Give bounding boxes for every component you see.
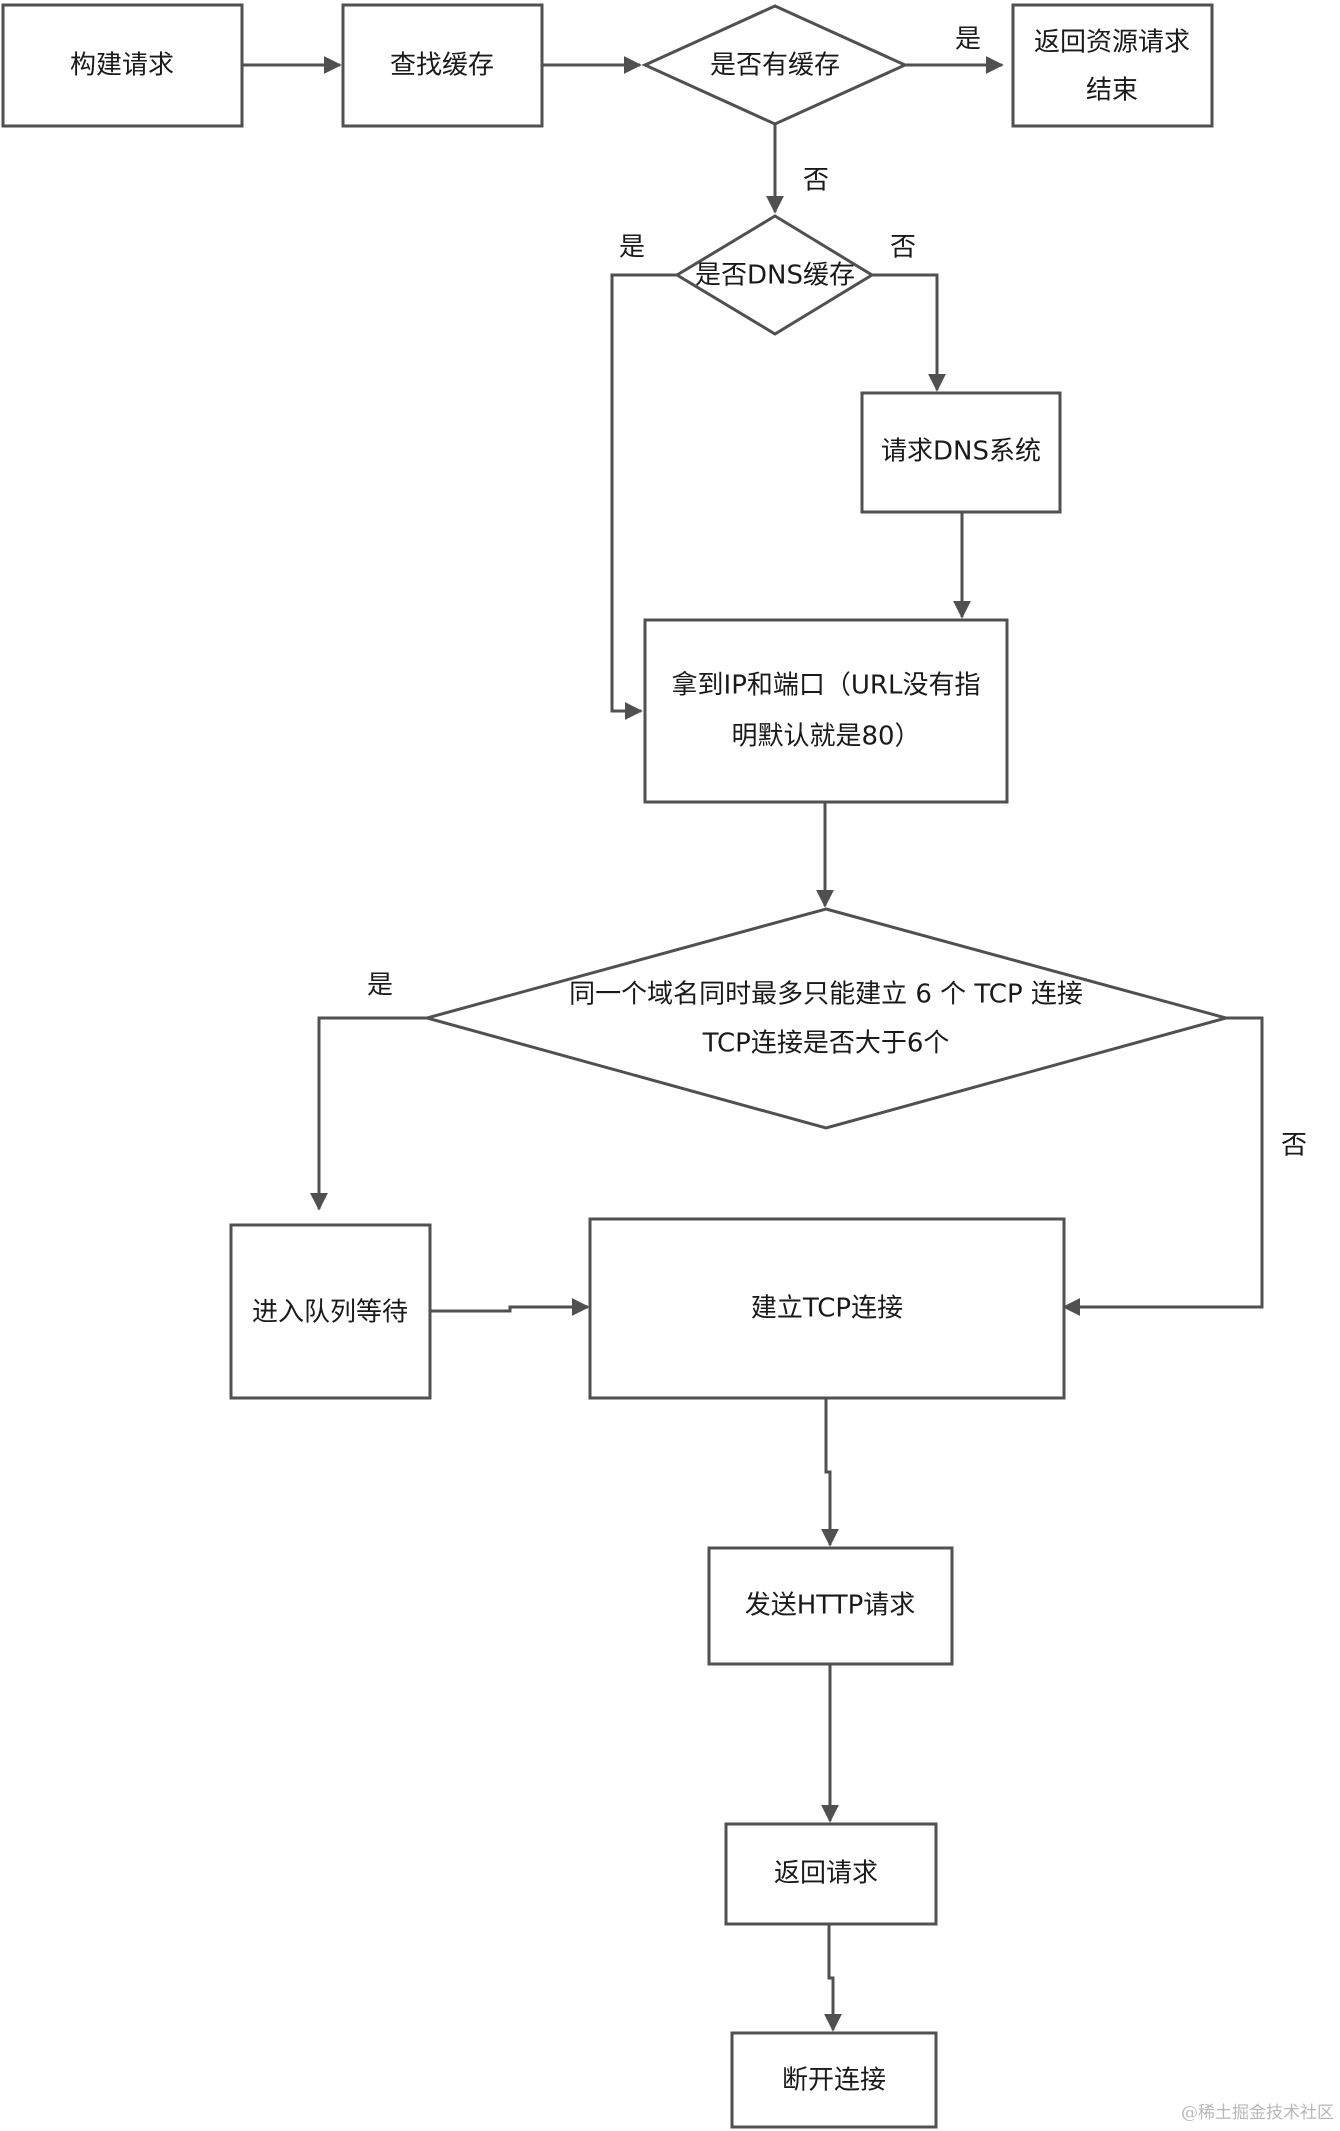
node-build-tcp: 建立TCP连接 — [588, 1217, 1066, 1400]
node-tcp-limit: 同一个域名同时最多只能建立 6 个 TCP 连接 TCP连接是否大于6个 — [421, 907, 1232, 1130]
node-return-resource-line1: 返回资源请求 — [1034, 28, 1190, 58]
edge-dnscache-yes-to-getip — [610, 273, 677, 720]
edge-label-cache-no: 否 — [803, 166, 829, 196]
node-return-request: 返回请求 — [724, 1822, 938, 1926]
node-tcp-limit-line1: 同一个域名同时最多只能建立 6 个 TCP 连接 — [569, 980, 1083, 1010]
node-return-resource: 返回资源请求 结束 — [1011, 3, 1214, 128]
node-tcp-limit-line2: TCP连接是否大于6个 — [702, 1029, 950, 1059]
edge-label-cache-yes: 是 — [955, 25, 981, 55]
node-has-cache-label: 是否有缓存 — [710, 51, 840, 81]
edge-label-dns-yes: 是 — [619, 233, 645, 263]
edge-label-dns-no: 否 — [890, 233, 916, 263]
node-build-tcp-label: 建立TCP连接 — [751, 1294, 903, 1324]
watermark: @稀土掘金技术社区 — [1181, 2103, 1334, 2123]
edge-labels: 是 否 是 否 是 否 — [367, 25, 1307, 1161]
edge-tcplimit-yes-to-queue — [310, 1016, 427, 1211]
node-build-request-label: 构建请求 — [70, 51, 174, 81]
node-send-http-label: 发送HTTP请求 — [745, 1591, 916, 1621]
node-get-ip-port-line2: 明默认就是80） — [731, 722, 920, 752]
node-queue-wait: 进入队列等待 — [229, 1223, 432, 1400]
node-get-ip-port: 拿到IP和端口（URL没有指 明默认就是80） — [643, 618, 1009, 804]
edge-return-to-disconnect — [824, 1924, 842, 2032]
node-build-request: 构建请求 — [1, 3, 244, 128]
node-request-dns: 请求DNS系统 — [860, 391, 1062, 514]
edge-buildtcp-to-sendhttp — [821, 1398, 839, 1547]
edge-dnscache-no-to-requestdns — [872, 273, 946, 392]
node-disconnect-label: 断开连接 — [782, 2066, 886, 2096]
edge-label-tcp-yes: 是 — [367, 971, 393, 1001]
node-queue-wait-label: 进入队列等待 — [252, 1298, 408, 1328]
node-has-dns-cache-label: 是否DNS缓存 — [695, 261, 855, 291]
node-find-cache: 查找缓存 — [341, 3, 544, 128]
node-disconnect: 断开连接 — [730, 2031, 938, 2129]
edge-label-tcp-no: 否 — [1281, 1131, 1307, 1161]
edge-queue-to-buildtcp — [430, 1298, 590, 1316]
node-send-http: 发送HTTP请求 — [707, 1546, 954, 1666]
node-has-dns-cache: 是否DNS缓存 — [674, 214, 875, 336]
node-return-resource-line2: 结束 — [1086, 76, 1138, 106]
node-has-cache: 是否有缓存 — [641, 4, 909, 126]
node-request-dns-label: 请求DNS系统 — [881, 437, 1041, 467]
node-get-ip-port-line1: 拿到IP和端口（URL没有指 — [672, 671, 981, 701]
edge-tcplimit-no-to-buildtcp — [1062, 1016, 1264, 1316]
node-return-request-label: 返回请求 — [774, 1859, 878, 1889]
node-find-cache-label: 查找缓存 — [390, 51, 494, 81]
edges — [242, 56, 1264, 2032]
